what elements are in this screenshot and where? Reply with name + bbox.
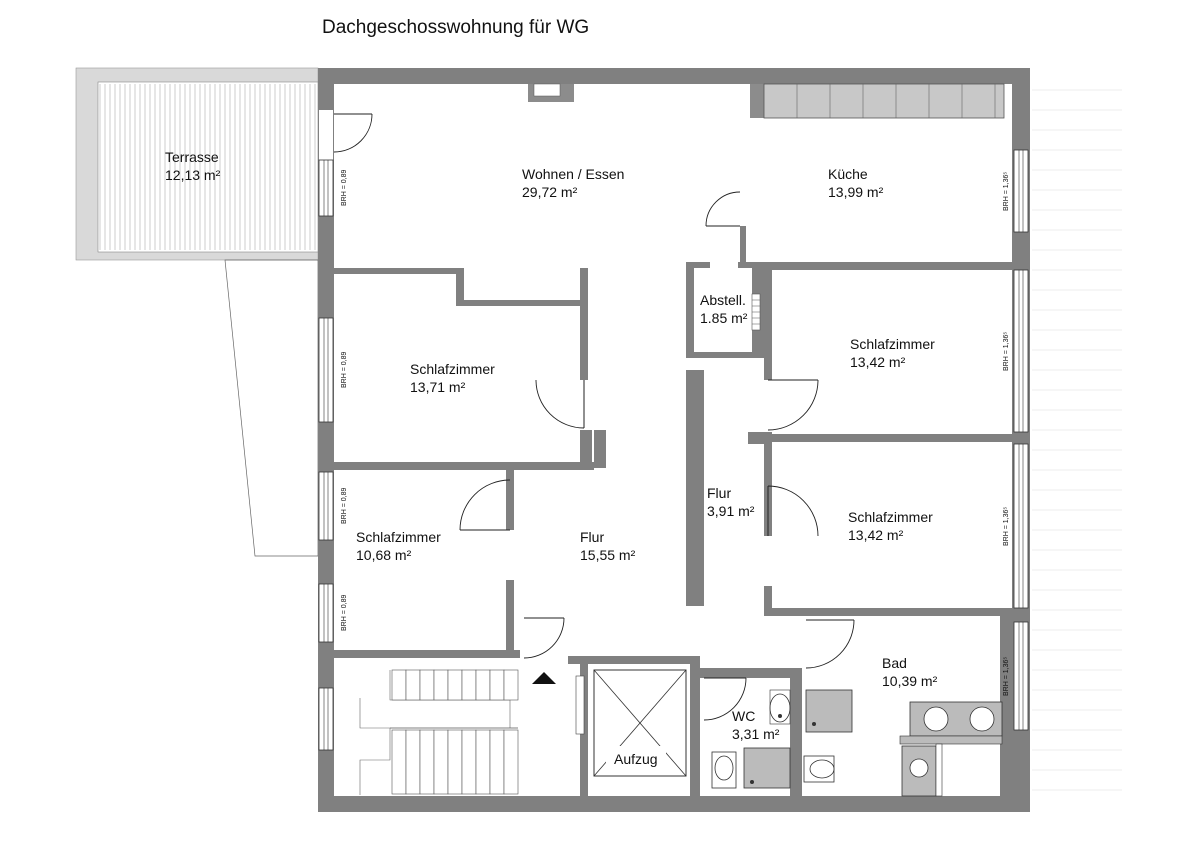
room-name: Terrasse <box>165 149 219 165</box>
room-area: 1.85 m² <box>700 310 748 326</box>
room-area: 12,13 m² <box>165 167 221 183</box>
room-name: Wohnen / Essen <box>522 166 624 182</box>
window-brh-label: BRH = 0,89 <box>341 352 348 388</box>
room-label-schlaf2: Schlafzimmer 13,42 m² <box>850 336 935 370</box>
window-left: BRH = 0,89 <box>318 159 348 217</box>
room-name: Schlafzimmer <box>850 336 935 352</box>
kitchen-counter <box>763 83 1005 119</box>
room-area: 10,68 m² <box>356 547 412 563</box>
room-name: Flur <box>707 485 731 501</box>
room-area: 13,42 m² <box>850 354 906 370</box>
room-label-aufzug: Aufzug <box>614 751 658 767</box>
bathroom-fixtures <box>711 689 1003 797</box>
elevator <box>575 669 687 777</box>
stair-step <box>461 669 477 701</box>
stair-step <box>433 669 449 701</box>
doors <box>333 113 855 721</box>
window-right: BRH = 1,36⁵ <box>1003 443 1029 609</box>
door <box>333 113 373 153</box>
room-name: Bad <box>882 655 907 671</box>
entrance-arrow <box>532 672 556 684</box>
room-label-wohnen: Wohnen / Essen 29,72 m² <box>522 166 624 200</box>
fixtures <box>528 83 1005 119</box>
window-brh-label: BRH = 0,89 <box>341 595 348 631</box>
window-brh-label: BRH = 1,36⁵ <box>1003 172 1010 211</box>
window-brh-label: BRH = 0,89 <box>341 488 348 524</box>
window-left: BRH = 0,89 <box>318 583 348 643</box>
room-name: Küche <box>828 166 868 182</box>
stair-step <box>419 729 435 795</box>
stair-step <box>391 669 407 701</box>
stair-step <box>461 729 477 795</box>
terrace-ramp <box>224 259 319 557</box>
room-area: 13,42 m² <box>848 527 904 543</box>
window-right: BRH = 1,36⁵ <box>1003 621 1029 731</box>
room-name: Schlafzimmer <box>848 509 933 525</box>
room-label-schlaf3: Schlafzimmer 10,68 m² <box>356 529 441 563</box>
window-left: BRH = 0,89 <box>318 471 348 541</box>
window-brh-label: BRH = 0,89 <box>341 170 348 206</box>
door <box>535 379 585 429</box>
stair-step <box>419 669 435 701</box>
room-label-wc: WC 3,31 m² <box>732 708 780 742</box>
room-label-kueche: Küche 13,99 m² <box>828 166 884 200</box>
stair-step <box>405 669 421 701</box>
window-left: BRH = 0,89 <box>318 317 348 423</box>
room-name: Schlafzimmer <box>356 529 441 545</box>
room-name: Abstell. <box>700 292 746 308</box>
window-brh-label: BRH = 1,36⁵ <box>1003 332 1010 371</box>
stair-step <box>489 729 505 795</box>
storage-shelves <box>751 293 761 331</box>
room-label-bad: Bad 10,39 m² <box>882 655 938 689</box>
window-right: BRH = 1,36⁵ <box>1003 149 1029 233</box>
stair-step <box>503 729 519 795</box>
windows-right: BRH = 1,36⁵ BRH = 1,36⁵ BRH = 1,36⁵ BRH = 1… <box>1003 149 1029 731</box>
room-area: 13,71 m² <box>410 379 466 395</box>
staircase <box>334 668 580 796</box>
room-labels: Terrasse 12,13 m² Wohnen / Essen 29,72 m² Kü… <box>165 149 938 767</box>
window-brh-label: BRH = 1,36⁵ <box>1003 507 1010 546</box>
stair-step <box>391 729 407 795</box>
room-area: 10,39 m² <box>882 673 938 689</box>
room-name: Flur <box>580 529 604 545</box>
room-label-terrasse: Terrasse 12,13 m² <box>165 149 221 183</box>
window-right: BRH = 1,36⁵ <box>1003 269 1029 433</box>
room-label-flur_big: Flur 15,55 m² <box>580 529 636 563</box>
room-label-abstell: Abstell. 1.85 m² <box>700 292 748 326</box>
door <box>805 619 855 669</box>
room-name: Aufzug <box>614 751 658 767</box>
stair-step <box>475 669 491 701</box>
stair-step <box>447 729 463 795</box>
door <box>459 479 511 531</box>
stair-step <box>405 729 421 795</box>
plan-title: Dachgeschosswohnung für WG <box>322 17 589 38</box>
room-area: 3,31 m² <box>732 726 780 742</box>
window-brh-label: BRH = 1,36⁵ <box>1003 657 1010 696</box>
room-name: Schlafzimmer <box>410 361 495 377</box>
room-name: WC <box>732 708 755 724</box>
stair-step <box>503 669 519 701</box>
room-label-flur_small: Flur 3,91 m² <box>707 485 755 519</box>
terrace-decking <box>99 84 316 250</box>
room-area: 3,91 m² <box>707 503 755 519</box>
stair-step <box>433 729 449 795</box>
room-area: 29,72 m² <box>522 184 578 200</box>
door <box>767 379 819 431</box>
room-area: 15,55 m² <box>580 547 636 563</box>
door <box>705 191 741 227</box>
bad-shower <box>805 689 853 733</box>
room-area: 13,99 m² <box>828 184 884 200</box>
stair-step <box>489 669 505 701</box>
roof-area <box>1032 89 1122 791</box>
door <box>767 485 819 537</box>
terrace <box>75 67 319 557</box>
door <box>523 617 565 659</box>
stair-step <box>447 669 463 701</box>
room-label-schlaf4: Schlafzimmer 13,42 m² <box>848 509 933 543</box>
stair-step <box>475 729 491 795</box>
door <box>703 677 747 721</box>
room-label-schlaf1: Schlafzimmer 13,71 m² <box>410 361 495 395</box>
